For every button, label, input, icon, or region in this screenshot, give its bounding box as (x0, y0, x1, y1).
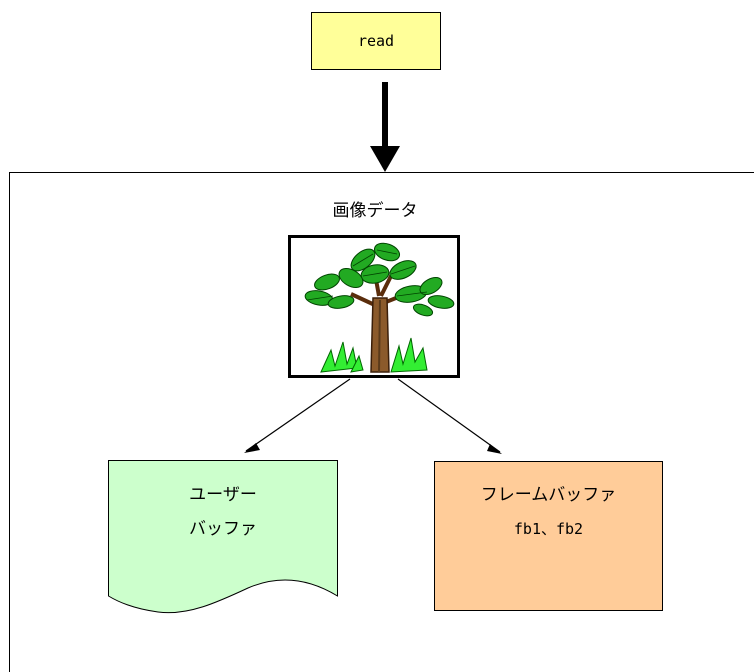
arrows-layer (244, 82, 502, 454)
image-data-title: 画像データ (332, 201, 418, 221)
read-label: read (357, 32, 395, 50)
user-buffer-line1: ユーザー (189, 485, 257, 505)
tree-icon (304, 242, 455, 373)
image-data-container (9, 172, 754, 672)
user-buffer-line2: バッファ (189, 519, 257, 539)
arrow-to-frame-buffer-head (487, 444, 502, 454)
arrow-to-frame-buffer (397, 378, 501, 453)
arrow-to-user-buffer (245, 378, 351, 452)
user-buffer-shape (108, 460, 338, 614)
read-down-arrow-head (370, 146, 400, 172)
user-buffer-label: ユーザー バッファ (108, 478, 338, 546)
frame-buffer-label: フレームバッファ fb1、fb2 (434, 478, 663, 546)
frame-buffer-line2: fb1、fb2 (513, 520, 584, 538)
arrow-to-user-buffer-head (244, 443, 260, 453)
read-box: read (311, 12, 441, 70)
frame-buffer-box (434, 461, 663, 611)
image-data-picture (288, 235, 460, 378)
frame-buffer-line1: フレームバッファ (480, 485, 617, 505)
